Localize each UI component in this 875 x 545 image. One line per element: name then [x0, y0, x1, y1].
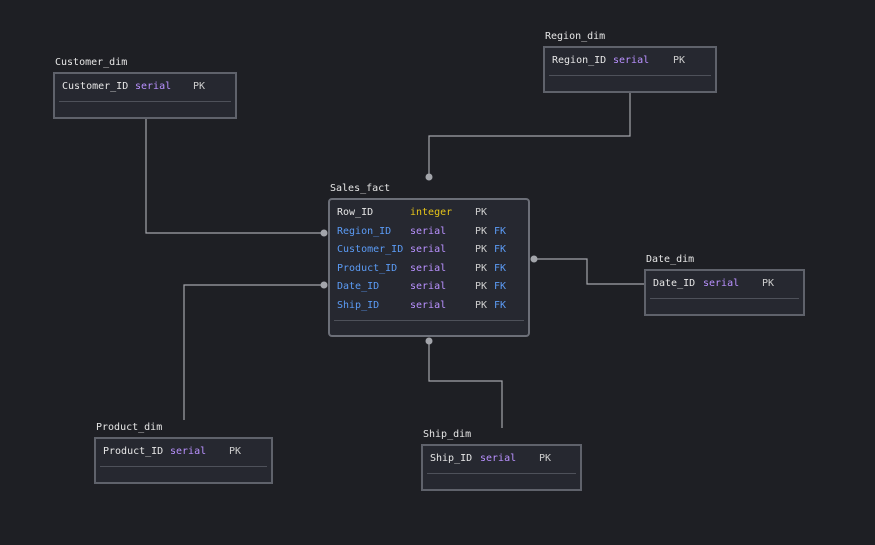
divider — [650, 298, 799, 299]
connector-dot-product[interactable] — [320, 281, 328, 289]
column-name: Row_ID — [337, 207, 374, 218]
connector-dot-region[interactable] — [425, 173, 433, 181]
pk-tag: PK — [475, 262, 488, 274]
column-type: serial — [170, 446, 207, 457]
column-name: Customer_ID — [62, 81, 129, 92]
pk-tag: PK — [762, 278, 775, 289]
connector-dot-date[interactable] — [530, 255, 538, 263]
connector-date-to-fact — [534, 258, 645, 285]
sales-fact-title: Sales_fact — [330, 183, 391, 194]
column-name: Region_ID — [552, 55, 607, 66]
fk-tag: FK — [494, 244, 507, 255]
ship-dim-title: Ship_dim — [423, 429, 472, 440]
divider — [334, 320, 524, 321]
column-type: serial — [613, 55, 650, 66]
column-name: Date_ID — [653, 278, 696, 289]
pk-tag: PK — [475, 299, 488, 311]
pk-tag: PK — [475, 281, 488, 292]
customer-dim-table[interactable]: Customer_ID serial PK — [53, 72, 237, 119]
column-type: serial — [410, 299, 447, 311]
column-type: serial — [410, 225, 447, 237]
pk-tag: PK — [475, 207, 488, 218]
connector-region-to-fact — [428, 92, 631, 177]
connector-customer-to-fact — [145, 118, 324, 234]
pk-tag: PK — [229, 446, 242, 457]
pk-tag: PK — [193, 81, 206, 92]
date-dim-table[interactable]: Date_ID serial PK — [644, 269, 805, 316]
column-type: serial — [480, 453, 517, 464]
connector-ship-to-fact — [428, 341, 503, 428]
region-dim-title: Region_dim — [545, 31, 606, 42]
column-type: serial — [135, 81, 172, 92]
date-dim-title: Date_dim — [646, 254, 695, 265]
pk-tag: PK — [475, 244, 488, 255]
column-name: Customer_ID — [337, 244, 404, 255]
connector-dot-customer[interactable] — [320, 229, 328, 237]
fk-tag: FK — [494, 225, 507, 237]
product-dim-table[interactable]: Product_ID serial PK — [94, 437, 273, 484]
ship-dim-table[interactable]: Ship_ID serial PK — [421, 444, 582, 491]
fk-tag: FK — [494, 299, 507, 311]
column-type: serial — [703, 278, 740, 289]
fk-tag: FK — [494, 281, 507, 292]
pk-tag: PK — [475, 225, 488, 237]
pk-tag: PK — [539, 453, 552, 464]
region-dim-table[interactable]: Region_ID serial PK — [543, 46, 717, 93]
column-name: Ship_ID — [430, 453, 473, 464]
column-name: Date_ID — [337, 281, 380, 292]
column-name: Product_ID — [337, 262, 398, 274]
divider — [549, 75, 711, 76]
column-type: integer — [410, 207, 453, 218]
pk-tag: PK — [673, 55, 686, 66]
divider — [427, 473, 576, 474]
column-type: serial — [410, 262, 447, 274]
column-name: Region_ID — [337, 225, 392, 237]
divider — [100, 466, 267, 467]
sales-fact-table[interactable]: Row_ID integer PK Region_ID serial PK FK… — [328, 198, 530, 337]
column-name: Ship_ID — [337, 299, 380, 311]
column-name: Product_ID — [103, 446, 164, 457]
column-type: serial — [410, 281, 447, 292]
connector-dot-ship[interactable] — [425, 337, 433, 345]
customer-dim-title: Customer_dim — [55, 57, 128, 68]
fk-tag: FK — [494, 262, 507, 274]
connector-product-to-fact — [183, 284, 324, 420]
column-type: serial — [410, 244, 447, 255]
divider — [59, 101, 231, 102]
product-dim-title: Product_dim — [96, 422, 163, 433]
